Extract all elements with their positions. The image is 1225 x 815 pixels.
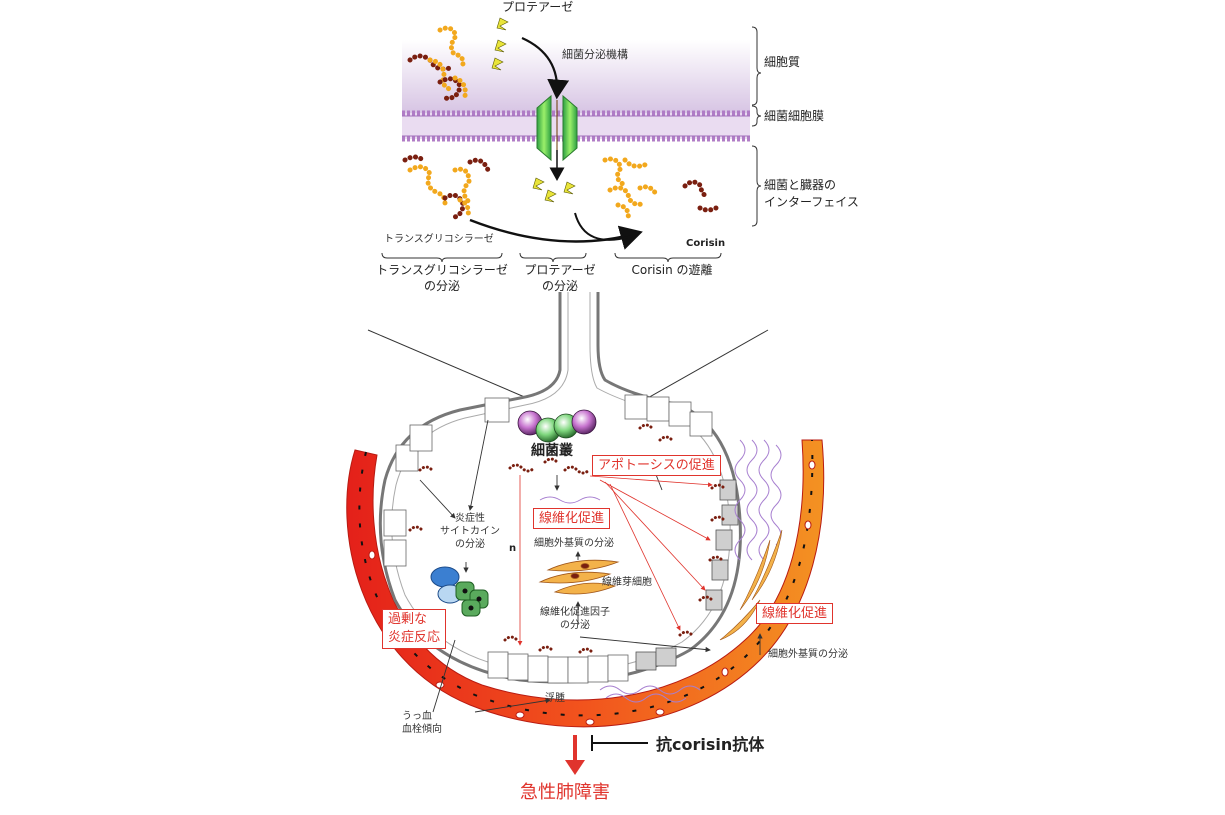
bacterial-cluster-icon	[517, 409, 597, 443]
congestion-line2: 血栓傾向	[402, 724, 442, 735]
protease-label: プロテアーゼ	[502, 0, 574, 14]
epithelial-cells	[383, 394, 713, 684]
secretion-system-label: 細菌分泌機構	[562, 48, 628, 61]
excess-inflammation-line1: 過剰な	[388, 612, 428, 627]
bacterial-cluster-label: 細菌叢	[531, 443, 573, 459]
grey-cells-right	[635, 479, 739, 671]
fibrosis-right-box: 線維化促進	[756, 603, 834, 624]
excess-inflammation-line2: 炎症反応	[388, 630, 441, 645]
corisin-label: Corisin	[686, 238, 726, 249]
collagen-fibers	[539, 439, 782, 703]
fibroblasts-right	[719, 529, 783, 641]
bracket-transglycosylase-line2: の分泌	[423, 279, 460, 293]
fibrosis-center-box: 線維化促進	[533, 508, 611, 529]
cytokine-line3: の分泌	[455, 539, 485, 550]
cytokine-line1: 炎症性	[455, 513, 485, 524]
protease-icons-cytoplasm	[491, 17, 509, 71]
red-arrows	[517, 475, 713, 646]
n-marker: n	[509, 543, 517, 554]
cytoplasm-region	[402, 40, 750, 115]
fibroblast-label: 線維芽細胞	[602, 577, 652, 588]
transglycosylase-label: トランスグリコシラーゼ	[384, 234, 494, 245]
cytoplasm-label: 細胞質	[764, 55, 801, 69]
cytokine-line2: サイトカイン	[440, 526, 500, 537]
bracket-protease-line2: の分泌	[541, 279, 578, 293]
secretion-channel-icon	[536, 94, 578, 162]
edema-label: 浮腫	[545, 693, 565, 704]
excess-inflammation-box: 過剰な 炎症反応	[382, 609, 447, 649]
transglycosylase-chains-cytoplasm	[407, 25, 468, 101]
bracket-transglycosylase-line1: トランスグリコシラーゼ	[376, 263, 508, 277]
outcome-label: 急性肺障害	[520, 782, 610, 803]
bottom-braces	[381, 252, 722, 263]
outcome-arrow-head	[565, 760, 585, 775]
side-braces	[751, 26, 762, 227]
interface-proteins	[402, 154, 719, 222]
interface-label-line2: インターフェイス	[764, 195, 859, 209]
bracket-corisin: Corisin の遊離	[631, 263, 713, 277]
bacterial-membrane-label: 細菌細胞膜	[764, 109, 825, 123]
fibroblast-icon	[538, 559, 620, 595]
interface-label-line1: 細菌と臓器の	[764, 178, 837, 192]
ecm-right-label: 細胞外基質の分泌	[768, 649, 848, 660]
bracket-protease-line1: プロテアーゼ	[524, 263, 596, 277]
apoptosis-box: アポトーシスの促進	[592, 455, 721, 476]
secretion-arrow	[521, 36, 570, 100]
release-arrow	[469, 218, 643, 250]
congestion-line1: うっ血	[402, 711, 432, 722]
immune-cells-icon	[430, 566, 489, 617]
antibody-label: 抗corisin抗体	[656, 735, 765, 754]
fibrosis-factor-line2: の分泌	[560, 620, 590, 631]
protease-icons-interface	[532, 177, 576, 203]
blood-vessel	[346, 439, 825, 728]
release-arrow-2	[574, 212, 633, 241]
fibrosis-factor-line1: 線維化促進因子	[540, 607, 610, 618]
ecm-center-label: 細胞外基質の分泌	[534, 538, 614, 549]
